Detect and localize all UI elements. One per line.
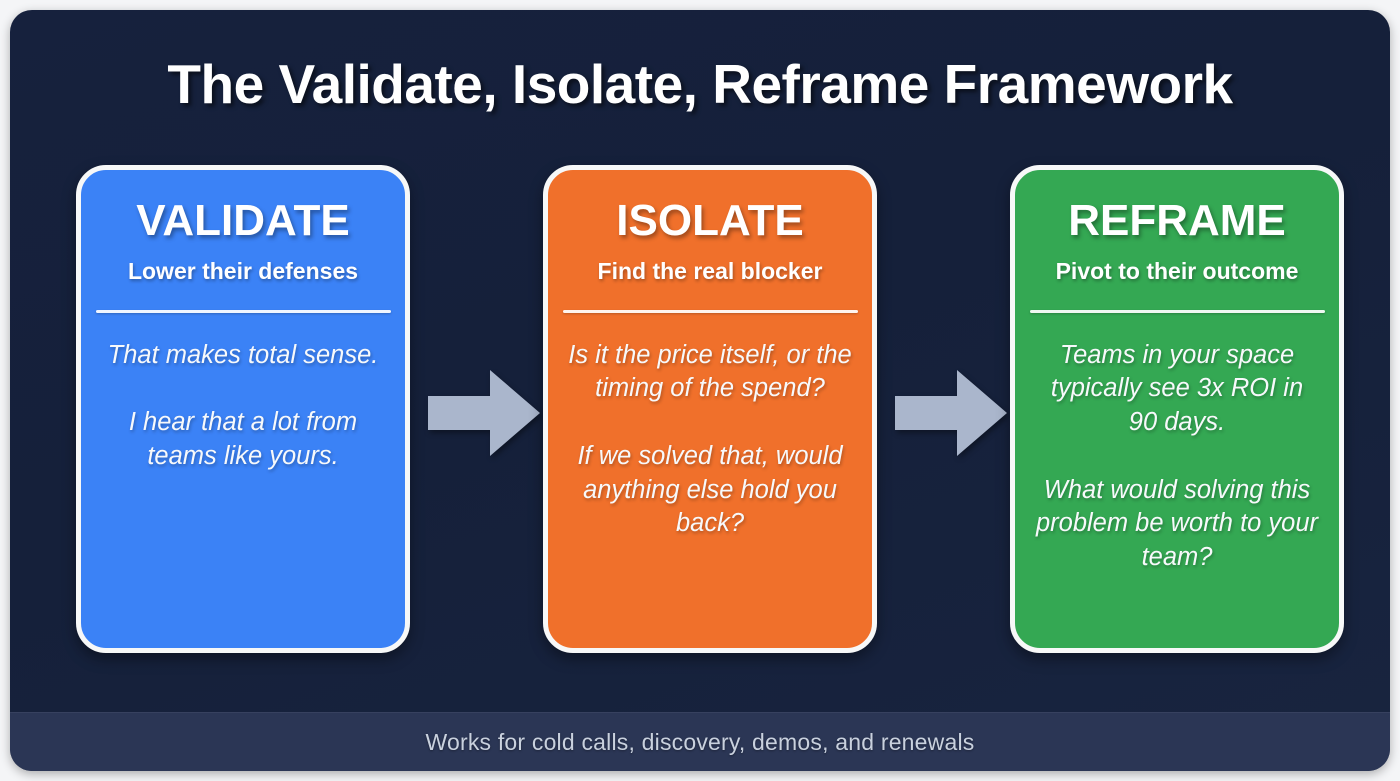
framework-panel: The Validate, Isolate, Reframe Framework… [10, 10, 1390, 771]
footer-bar: Works for cold calls, discovery, demos, … [10, 712, 1390, 771]
page-title: The Validate, Isolate, Reframe Framework [167, 53, 1233, 115]
card-quote: I hear that a lot from teams like yours. [128, 408, 358, 471]
card-isolate[interactable]: ISOLATE Find the real blocker Is it the … [543, 165, 877, 653]
card-title: REFRAME [1068, 196, 1286, 245]
card-reframe[interactable]: REFRAME Pivot to their outcome Teams in … [1010, 165, 1344, 653]
card-body: Is it the price itself, or the timing of… [568, 339, 852, 541]
card-subtitle: Find the real blocker [597, 258, 823, 285]
card-quote: What would solving this problem be worth… [1035, 475, 1319, 572]
arrow-right-icon [895, 370, 1007, 456]
card-divider [1029, 309, 1325, 313]
card-title: ISOLATE [616, 196, 804, 245]
card-divider [562, 309, 858, 313]
card-body: Teams in your space typically see 3x ROI… [1035, 339, 1319, 575]
card-subtitle: Lower their defenses [127, 258, 359, 285]
card-quote: Teams in your space typically see 3x ROI… [1050, 340, 1304, 437]
card-quote: Is it the price itself, or the timing of… [568, 340, 852, 403]
card-validate[interactable]: VALIDATE Lower their defenses That makes… [76, 165, 410, 653]
framework-cards: VALIDATE Lower their defenses That makes… [66, 165, 1354, 665]
card-divider [95, 309, 391, 313]
card-body: That makes total sense. I hear that a lo… [101, 339, 385, 474]
arrow-right-icon [428, 370, 540, 456]
card-quote: If we solved that, would anything else h… [577, 442, 843, 538]
footer-caption: Works for cold calls, discovery, demos, … [425, 728, 975, 755]
card-title: VALIDATE [136, 196, 350, 245]
card-quote: That makes total sense. [107, 340, 379, 369]
card-subtitle: Pivot to their outcome [1055, 258, 1299, 285]
